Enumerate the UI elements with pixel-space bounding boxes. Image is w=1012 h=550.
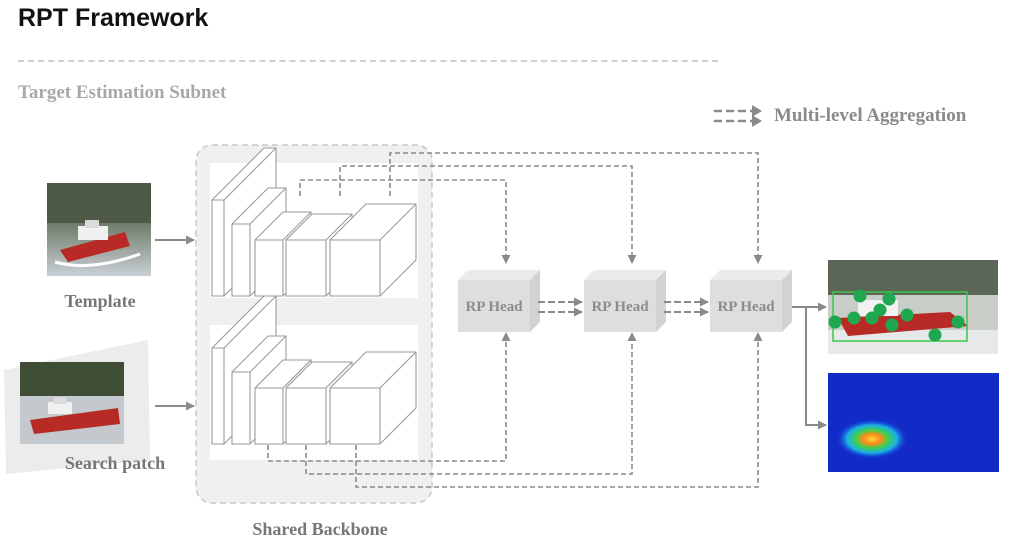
- keypoint: [865, 311, 879, 325]
- output-arrows: [792, 302, 827, 430]
- keypoint: [882, 292, 896, 306]
- search-aggregation-connections: [267, 332, 763, 488]
- rp-head-label: RP Head: [591, 299, 649, 315]
- heatmap-peak: [836, 419, 908, 459]
- page-title: RPT Framework: [18, 4, 209, 32]
- rp-head-2: RP Head: [584, 270, 666, 332]
- backbone-layer: [329, 351, 417, 445]
- template-image: [47, 183, 151, 276]
- rp-head-3: RP Head: [710, 270, 792, 332]
- subnet-title: Target Estimation Subnet: [18, 82, 227, 103]
- head-aggregation-arrows: [538, 297, 709, 317]
- legend-label: Multi-level Aggregation: [774, 105, 967, 126]
- keypoint: [853, 289, 867, 303]
- bounding-box-result: [828, 260, 998, 354]
- backbone-layer: [329, 203, 417, 297]
- keypoints: [828, 289, 965, 342]
- title-divider: [18, 60, 718, 62]
- keypoint: [900, 308, 914, 322]
- rp-head-1: RP Head: [458, 270, 540, 332]
- search-patch-caption: Search patch: [64, 453, 166, 473]
- keypoint: [885, 318, 899, 332]
- template-aggregation-connections: [299, 152, 763, 264]
- keypoint: [928, 328, 942, 342]
- keypoint: [873, 303, 887, 317]
- rp-head-label: RP Head: [465, 299, 523, 315]
- backbone-layers-search: [211, 295, 417, 445]
- backbone-caption: Shared Backbone: [252, 519, 388, 539]
- backbone-layers-template: [211, 147, 417, 297]
- keypoint: [828, 315, 842, 329]
- keypoint: [951, 315, 965, 329]
- dashed-double-arrow-icon: [714, 105, 762, 127]
- keypoint: [847, 311, 861, 325]
- rp-head-label: RP Head: [717, 299, 775, 315]
- legend: Multi-level Aggregation: [712, 103, 966, 129]
- response-heatmap: [828, 373, 999, 472]
- rp-heads: RP Head RP Head RP Head: [458, 270, 792, 332]
- search-patch-image: [4, 340, 150, 474]
- template-caption: Template: [64, 291, 136, 311]
